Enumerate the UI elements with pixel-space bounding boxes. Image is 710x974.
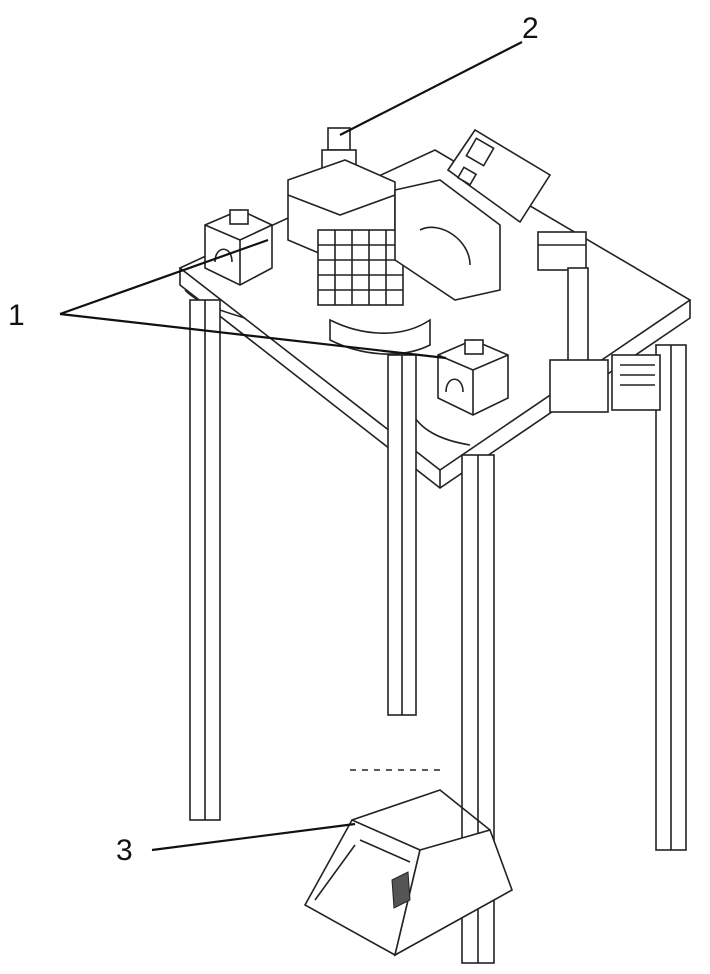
control-panel: [446, 128, 552, 224]
bottom-hopper: [303, 769, 513, 957]
grid-cassette: [318, 230, 403, 305]
leader-lines: [59, 41, 523, 852]
callout-label-2: 2: [522, 12, 539, 45]
spindle-assembly: [287, 127, 501, 355]
callout-label-1: 1: [8, 299, 25, 332]
clamp-block-left: [204, 209, 273, 286]
callout-label-3: 3: [116, 834, 133, 867]
side-bracket: [537, 231, 661, 413]
clamp-block-right: [437, 339, 509, 416]
